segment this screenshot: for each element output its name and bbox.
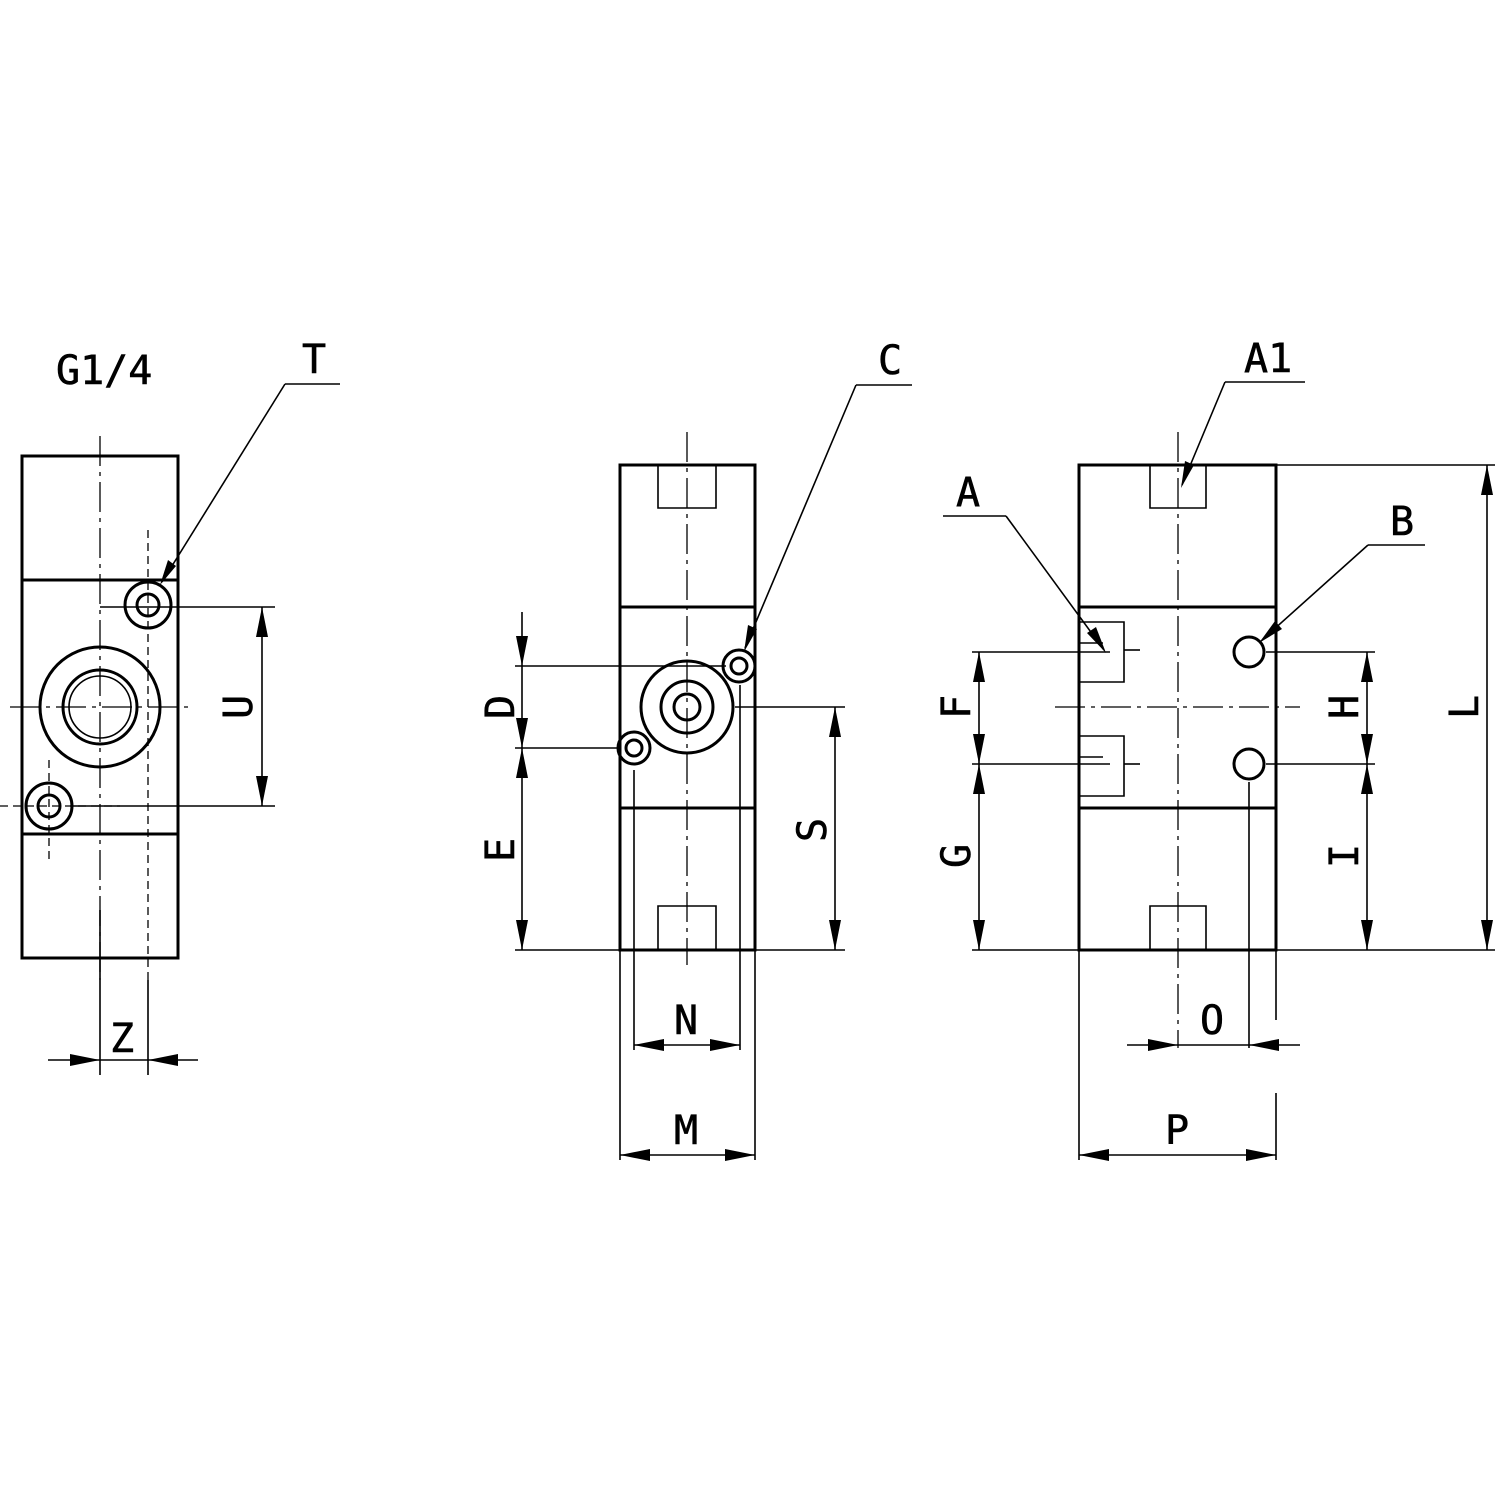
label-t: T xyxy=(302,337,326,383)
main-port-outer xyxy=(38,645,162,769)
main-port-front xyxy=(639,659,735,755)
rear-view xyxy=(943,381,1495,1161)
label-m: M xyxy=(674,1108,698,1154)
label-g: G xyxy=(934,844,980,868)
port-b-lower xyxy=(1232,747,1266,781)
label-z: Z xyxy=(110,1016,134,1062)
label-e: E xyxy=(478,838,524,862)
label-s: S xyxy=(790,818,836,842)
port-lower-front xyxy=(616,730,652,766)
label-n: N xyxy=(674,998,698,1044)
label-a1: A1 xyxy=(1244,336,1292,382)
label-b: B xyxy=(1390,499,1414,545)
label-i: I xyxy=(1322,844,1368,868)
label-thread: G1/4 xyxy=(56,348,152,394)
side-view xyxy=(0,383,340,1075)
label-u: U xyxy=(216,695,262,719)
label-h: H xyxy=(1322,695,1368,719)
label-o: O xyxy=(1200,998,1224,1044)
label-f: F xyxy=(934,695,980,719)
port-b-upper xyxy=(1232,635,1266,669)
label-l: L xyxy=(1442,695,1488,719)
port-c xyxy=(721,648,757,684)
label-c: C xyxy=(878,338,902,384)
label-p: P xyxy=(1165,1108,1189,1154)
label-a: A xyxy=(956,470,980,516)
label-d: D xyxy=(478,695,524,719)
front-view xyxy=(515,384,912,1161)
labels: G1/4 T U Z C D E S N M A1 A B F G H I L … xyxy=(56,336,1489,1155)
